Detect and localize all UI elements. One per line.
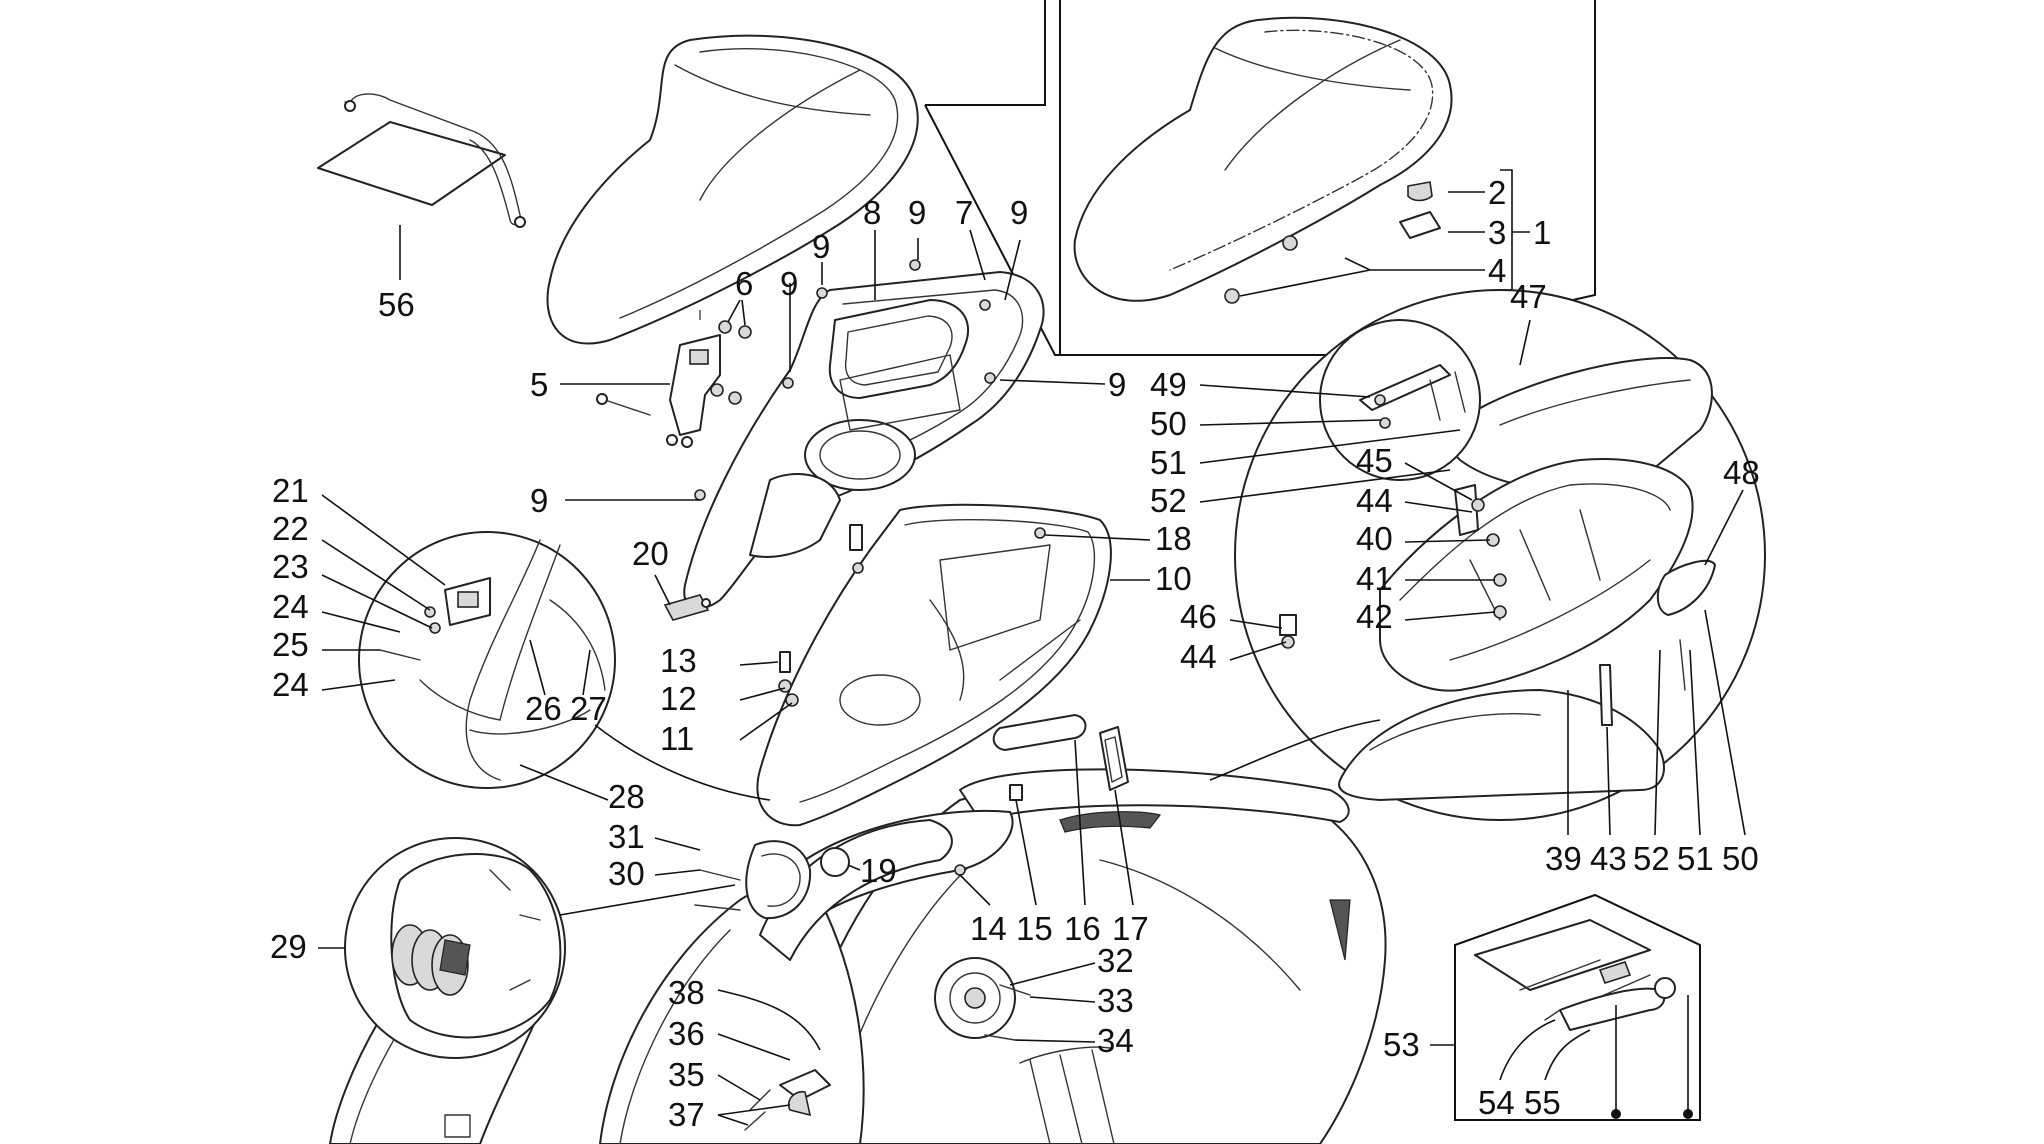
- cap-parts-32-34: [984, 984, 1031, 1041]
- callout-39: 39: [1545, 840, 1582, 877]
- callout-50a: 50: [1150, 405, 1187, 442]
- callout-18: 18: [1155, 520, 1192, 557]
- callout-4: 4: [1488, 252, 1506, 289]
- callout-19: 19: [860, 852, 897, 889]
- detail-circle-hinge: [358, 531, 616, 789]
- callout-36: 36: [668, 1015, 705, 1052]
- callout-30: 30: [608, 855, 645, 892]
- callout-51b: 51: [1677, 840, 1714, 877]
- callout-44a: 44: [1356, 482, 1393, 519]
- callout-49: 49: [1150, 366, 1187, 403]
- callout-6: 6: [735, 265, 753, 302]
- callout-38: 38: [668, 974, 705, 1011]
- detail-circle-badge: [344, 837, 566, 1059]
- callout-16: 16: [1064, 910, 1101, 947]
- badge-part-16: [992, 714, 1087, 751]
- callout-10: 10: [1155, 560, 1192, 597]
- plug-part-19: [820, 847, 850, 877]
- screws-part-18: [849, 524, 1046, 574]
- callout-47: 47: [1510, 278, 1547, 315]
- callout-14: 14: [970, 910, 1007, 947]
- callout-3: 3: [1488, 214, 1506, 251]
- callout-9f: 9: [530, 482, 548, 519]
- callout-27: 27: [570, 690, 607, 727]
- callout-9d: 9: [780, 265, 798, 302]
- callout-45: 45: [1356, 442, 1393, 479]
- callout-17: 17: [1112, 910, 1149, 947]
- callout-29: 29: [270, 928, 307, 965]
- callout-labels: 1 2 3 4 5 6 7 8 9 9 9 9 9 9 10 11 12 13 …: [270, 174, 1760, 1133]
- leader-lines: [318, 229, 1746, 1126]
- callout-9a: 9: [812, 228, 830, 265]
- callout-9e: 9: [1108, 366, 1126, 403]
- callout-8: 8: [863, 194, 881, 231]
- key-part-20: [663, 594, 711, 621]
- storage-lid-part-8: [828, 299, 970, 399]
- callout-26: 26: [525, 690, 562, 727]
- callout-7: 7: [955, 194, 973, 231]
- main-seat: [546, 34, 919, 345]
- seat-cover-part-56: [317, 93, 526, 228]
- callout-9c: 9: [1010, 194, 1028, 231]
- callout-20: 20: [632, 535, 669, 572]
- screw-part-14: [954, 864, 966, 876]
- callout-23: 23: [272, 548, 309, 585]
- bolts-part-6: [710, 320, 752, 405]
- callout-53: 53: [1383, 1026, 1420, 1063]
- fasteners-parts-11-13: [778, 651, 799, 707]
- callout-24b: 24: [272, 666, 309, 703]
- tool-marker: [1683, 1109, 1693, 1119]
- seat-assembly-part-1: [1073, 16, 1453, 302]
- callout-15: 15: [1016, 910, 1053, 947]
- callout-9b: 9: [908, 194, 926, 231]
- callout-22: 22: [272, 510, 309, 547]
- callout-21: 21: [272, 472, 309, 509]
- callout-34: 34: [1097, 1022, 1134, 1059]
- callout-44b: 44: [1180, 638, 1217, 675]
- callout-42: 42: [1356, 598, 1393, 635]
- callout-52a: 52: [1150, 482, 1187, 519]
- hinge-part-5: [596, 334, 721, 448]
- callout-56: 56: [378, 286, 415, 323]
- callout-2: 2: [1488, 174, 1506, 211]
- callout-37: 37: [668, 1096, 705, 1133]
- callout-24a: 24: [272, 588, 309, 625]
- seat-fittings-parts-2-3-4: [1224, 181, 1441, 304]
- callout-50b: 50: [1722, 840, 1759, 877]
- callout-48: 48: [1723, 454, 1760, 491]
- callout-5: 5: [530, 366, 548, 403]
- callout-28: 28: [608, 778, 645, 815]
- callout-11: 11: [660, 720, 694, 757]
- callout-54: 54: [1478, 1084, 1515, 1121]
- callout-46: 46: [1180, 598, 1217, 635]
- callout-52b: 52: [1633, 840, 1670, 877]
- callout-12: 12: [660, 680, 697, 717]
- callout-33: 33: [1097, 982, 1134, 1019]
- callout-32: 32: [1097, 942, 1134, 979]
- callout-25: 25: [272, 626, 309, 663]
- screw-part-15: [1009, 784, 1023, 801]
- lock-ring-parts-30-31: [694, 840, 812, 920]
- callout-55: 55: [1524, 1084, 1561, 1121]
- tool-kit-box: [1454, 893, 1701, 1121]
- callout-40: 40: [1356, 520, 1393, 557]
- callout-13: 13: [660, 642, 697, 679]
- callout-51a: 51: [1150, 444, 1187, 481]
- callout-41: 41: [1356, 560, 1393, 597]
- tool-marker: [1611, 1109, 1621, 1119]
- storage-tray-part-10: [756, 503, 1112, 827]
- screws-part-9: [694, 259, 996, 501]
- detail-circle-rack: [1234, 289, 1766, 821]
- callout-35: 35: [668, 1056, 705, 1093]
- callout-1: 1: [1533, 214, 1551, 251]
- callout-31: 31: [608, 818, 645, 855]
- badge-part-17: [1099, 726, 1129, 791]
- callout-43: 43: [1590, 840, 1627, 877]
